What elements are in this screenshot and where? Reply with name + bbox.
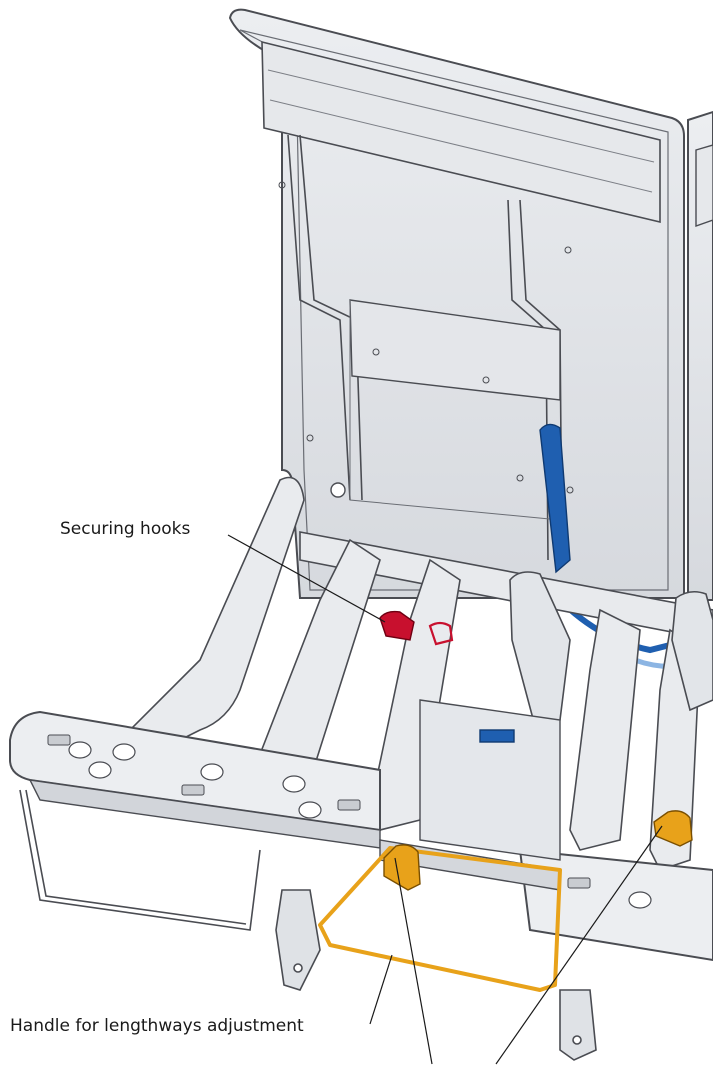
adjustment-handle (318, 846, 562, 992)
leader-lines (227, 534, 663, 1065)
backrest-left (228, 8, 685, 599)
front-beam (9, 710, 381, 849)
securing-hooks-label: Securing hooks (60, 519, 191, 539)
buckle-receivers (509, 571, 713, 732)
wire-loops (19, 789, 261, 931)
release-lever-left (383, 844, 421, 891)
release-lever-right (653, 810, 693, 847)
right-beam (518, 848, 713, 962)
securing-hooks (379, 610, 454, 646)
cross-tube (299, 531, 713, 641)
floor-feet (275, 889, 597, 1061)
backrest-right (687, 110, 713, 601)
handle-label: Handle for lengthways adjustment (10, 1016, 304, 1036)
